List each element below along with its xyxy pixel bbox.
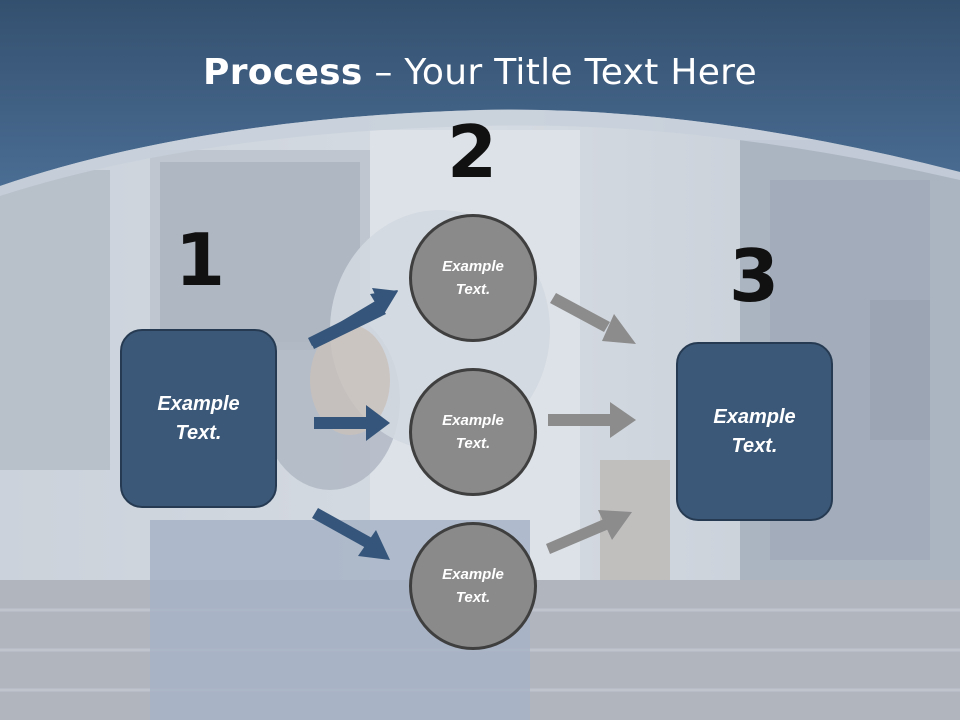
slide-title: Process – Your Title Text Here	[0, 52, 960, 93]
step-number-2: 2	[446, 110, 498, 194]
start-box: Example Text.	[120, 329, 277, 508]
step-number-1: 1	[174, 218, 226, 302]
process-circle-1-text: Example Text.	[442, 258, 504, 298]
arrow-to-circle-1	[308, 288, 398, 349]
end-box-text: Example Text.	[713, 405, 796, 457]
process-circle-3-text: Example Text.	[442, 566, 504, 606]
process-circle-3: Example Text.	[409, 522, 537, 650]
start-box-text: Example Text.	[157, 392, 240, 444]
title-rest: – Your Title Text Here	[362, 52, 757, 93]
process-circle-2: Example Text.	[409, 368, 537, 496]
end-box: Example Text.	[676, 342, 833, 521]
arrow-to-circle-2	[314, 405, 390, 441]
arrow-from-circle-1	[550, 293, 636, 344]
process-circle-2-text: Example Text.	[442, 412, 504, 452]
arrow-from-circle-3	[546, 510, 632, 554]
arrow-from-circle-2	[548, 402, 636, 438]
process-circle-1: Example Text.	[409, 214, 537, 342]
title-bold: Process	[203, 52, 363, 93]
arrow-to-circle-3	[312, 508, 390, 560]
step-number-3: 3	[728, 234, 780, 318]
